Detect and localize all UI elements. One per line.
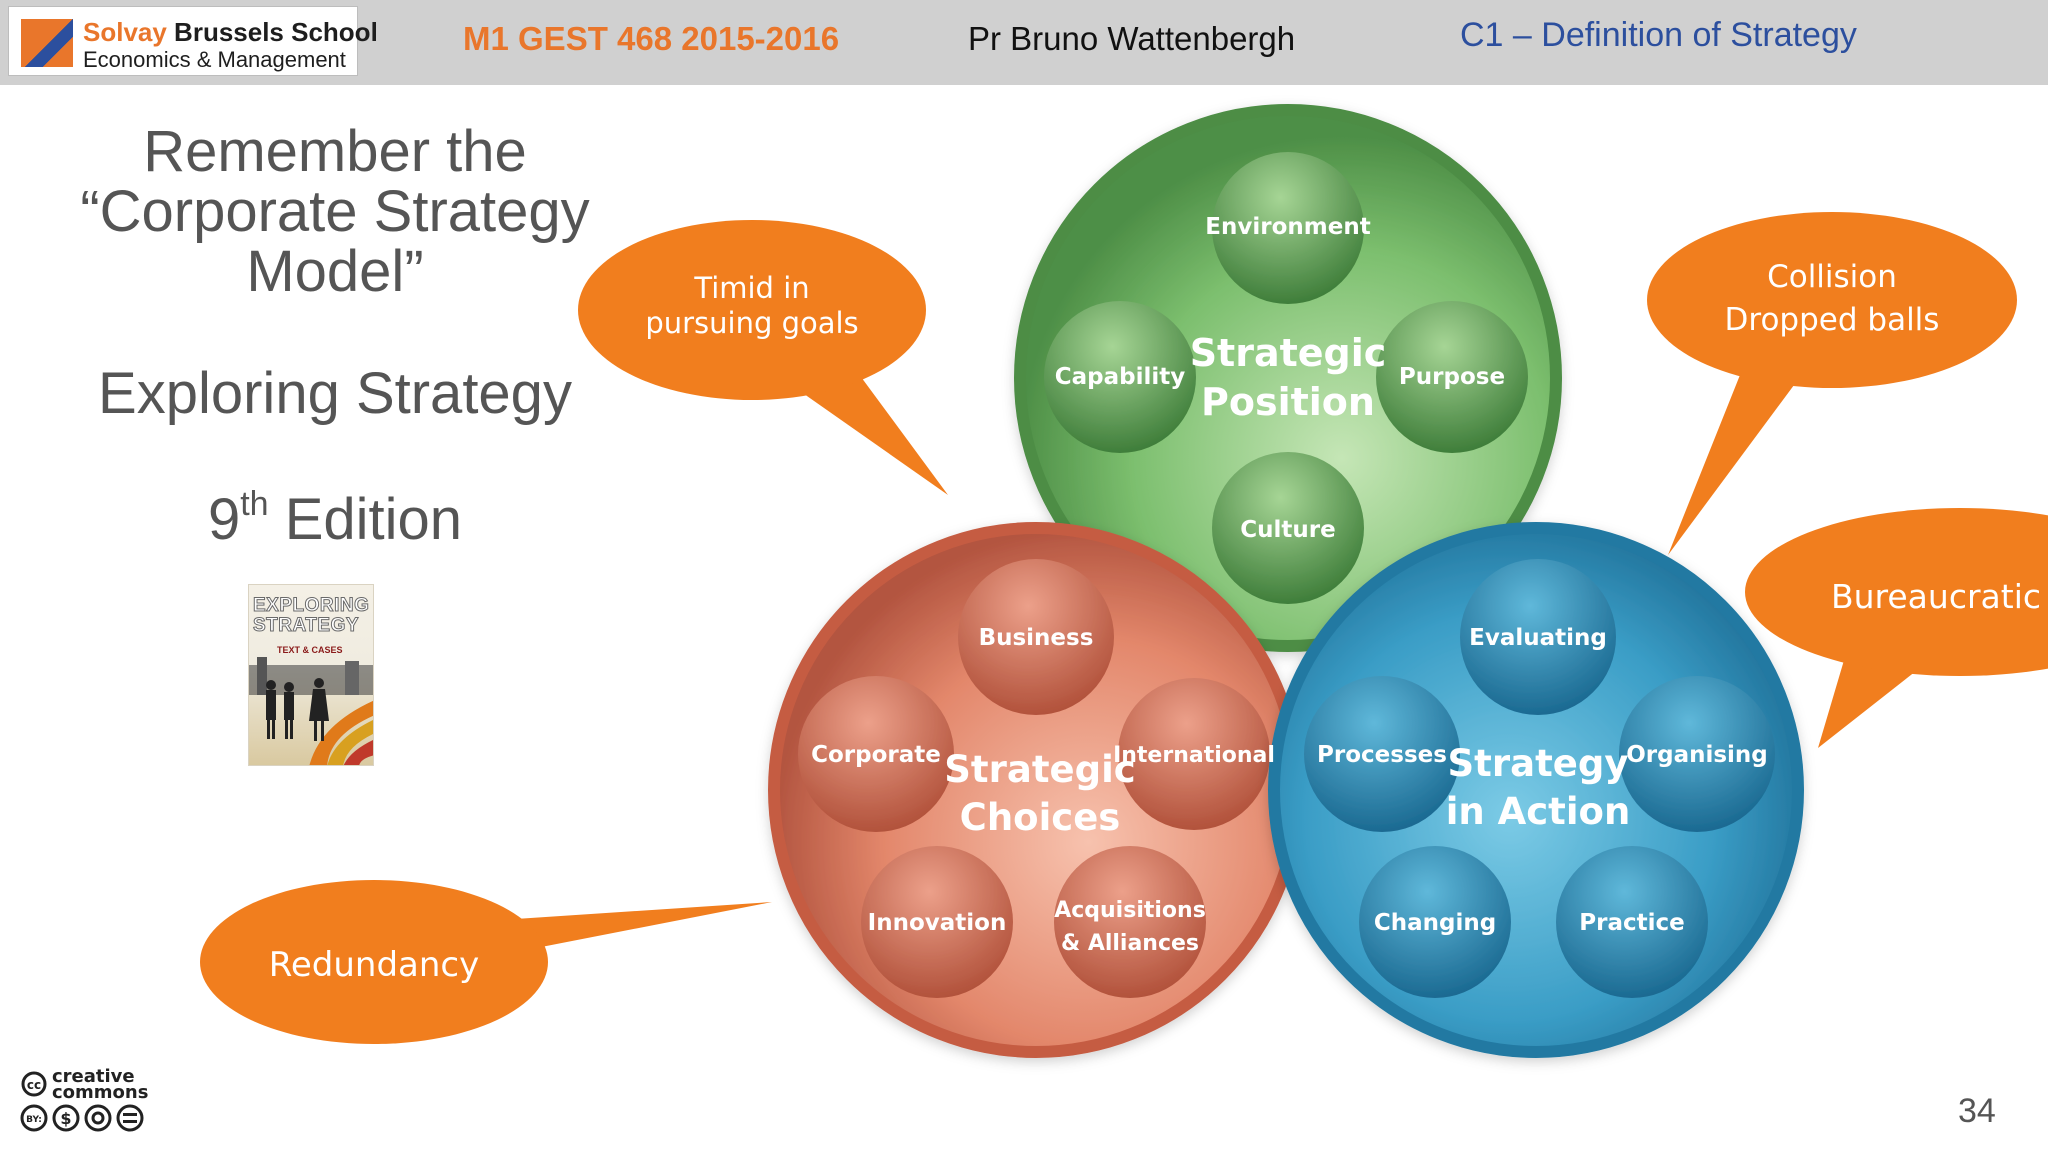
action-title-line2: in Action [1446,790,1631,833]
logo-line2: Economics & Management [83,47,346,72]
book-cover-line3: TEXT & CASES [277,645,343,655]
bubble-timid-line2: pursuing goals [645,306,858,340]
choices-title-line2: Choices [960,796,1121,839]
creative-commons-icon: cc creative commons BY: $ [20,1068,148,1132]
choices-item-corporate: Corporate [811,742,941,768]
svg-text:$: $ [60,1109,71,1128]
node-culture [1212,452,1364,604]
svg-text:cc: cc [27,1078,41,1092]
node-evaluating [1460,559,1616,715]
book-cover-line1: EXPLORING [252,595,370,617]
choices-item-innovation: Innovation [868,910,1007,936]
page-number: 34 [1958,1092,1996,1130]
action-item-evaluating: Evaluating [1469,625,1607,651]
edition-word: Edition [268,487,463,552]
bubble-bureaucratic: Bureaucratic [1745,508,2048,748]
title-line-2: “Corporate Strategy [80,179,590,244]
action-item-processes: Processes [1317,742,1447,768]
position-item-culture: Culture [1240,517,1335,543]
bubble-timid-line1: Timid in [693,271,809,305]
edition-label: 9th Edition [40,485,630,553]
action-item-practice: Practice [1579,910,1684,936]
node-changing [1359,846,1511,998]
node-processes [1304,676,1460,832]
choices-item-alliances: & Alliances [1061,931,1199,956]
action-item-changing: Changing [1374,910,1496,936]
choices-item-international: International [1113,743,1275,768]
chapter-title: C1 – Definition of Strategy [1460,16,1857,54]
node-business [958,559,1114,715]
bubble-collision-line2: Dropped balls [1725,302,1940,338]
book-title: Exploring Strategy [98,361,572,426]
position-item-environment: Environment [1205,214,1370,240]
logo-line1-rest: Brussels School [166,17,378,47]
choices-item-acquisitions: Acquisitions [1054,898,1206,923]
book-cover-image: EXPLORING STRATEGY TEXT & CASES [248,584,374,766]
title-line-1: Remember the [143,119,527,184]
logo-brand: Solvay [83,17,167,47]
bubble-collision: Collision Dropped balls [1647,212,2017,555]
node-environment [1212,152,1364,304]
position-title-line1: Strategic [1190,331,1387,375]
node-acquisitions [1054,846,1206,998]
cc-label-1: creative [52,1068,135,1087]
choices-item-business: Business [979,625,1094,651]
cc-label-2: commons [52,1082,148,1103]
action-title-line1: Strategy [1448,742,1629,785]
action-item-organising: Organising [1626,742,1768,768]
position-title-line2: Position [1201,380,1375,424]
node-international [1118,678,1270,830]
svg-text:BY:: BY: [26,1115,42,1125]
circle-strategic-position [1014,104,1562,652]
title-line-3: Model” [246,239,424,304]
bubble-timid: Timid in pursuing goals [578,220,948,495]
school-logo: Solvay Brussels School Economics & Manag… [8,6,378,76]
bubble-redundancy: Redundancy [200,880,772,1044]
position-item-capability: Capability [1055,364,1186,390]
position-item-purpose: Purpose [1399,364,1505,390]
bubble-collision-line1: Collision [1767,259,1897,295]
node-practice [1556,846,1708,998]
node-capability [1044,301,1196,453]
slide-header: Solvay Brussels School Economics & Manag… [0,0,2048,85]
book-cover-line2: STRATEGY [252,615,360,637]
logo-mark-icon [21,19,73,67]
slide-title: Remember the “Corporate Strategy Model” [40,122,630,302]
bubble-bureaucratic-text: Bureaucratic [1831,577,2041,616]
book-cover-art [249,657,373,765]
slide-title-block: Remember the “Corporate Strategy Model” … [40,122,630,553]
node-purpose [1376,301,1528,453]
professor-name: Pr Bruno Wattenbergh [968,20,1296,57]
circle-strategy-in-action [1268,522,1804,1058]
edition-suffix: th [240,485,269,523]
node-innovation [861,846,1013,998]
node-corporate [798,676,954,832]
course-code: M1 GEST 468 2015-2016 [463,20,840,57]
node-organising [1619,676,1775,832]
circle-strategic-choices [768,522,1304,1058]
logo-line1: Solvay Brussels School [83,17,378,48]
bubble-redundancy-text: Redundancy [269,945,479,985]
choices-title-line1: Strategic [944,748,1135,791]
edition-number: 9 [207,487,241,552]
